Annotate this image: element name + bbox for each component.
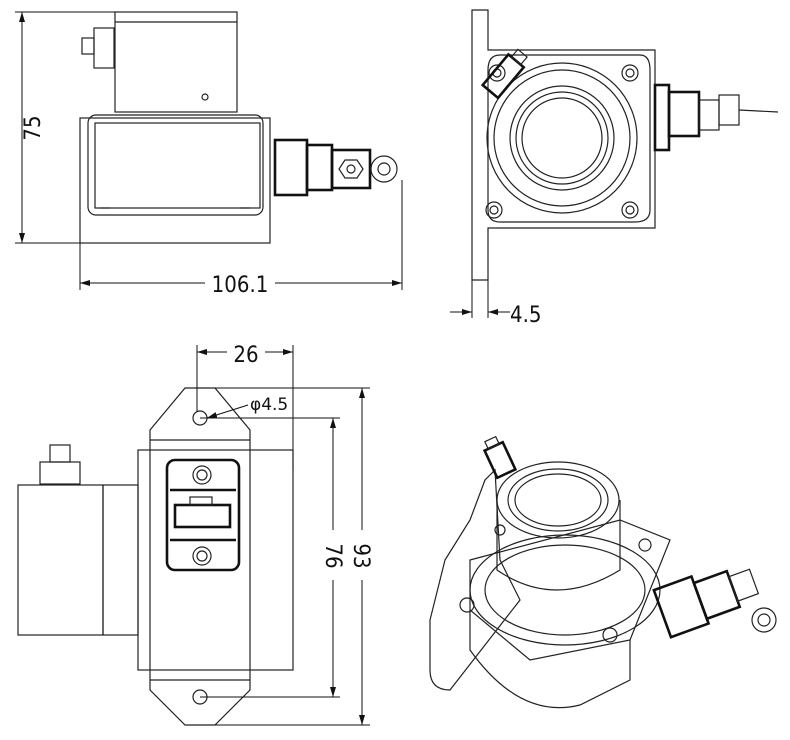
- dimension-hole-diameter: φ4.5: [206, 395, 288, 419]
- dim-4-5-label: 4.5: [510, 303, 541, 328]
- back-view: [17, 387, 294, 726]
- dim-75-label: 75: [21, 115, 46, 140]
- dimension-106-1: 106.1: [79, 180, 403, 298]
- dim-hole-diameter-label: φ4.5: [250, 395, 288, 415]
- front-view: [471, 9, 779, 281]
- dim-93-label: 93: [348, 543, 373, 568]
- dimension-4-5: 4.5: [450, 280, 541, 328]
- side-view: [79, 11, 398, 244]
- isometric-view: [429, 435, 777, 709]
- dimension-75: 75: [15, 11, 115, 244]
- dimension-26: 26: [196, 338, 294, 470]
- dim-26-label: 26: [233, 343, 258, 368]
- dim-76-label: 76: [320, 543, 345, 568]
- dim-106-1-label: 106.1: [212, 273, 269, 298]
- dimension-76-93: 76 93: [200, 387, 373, 726]
